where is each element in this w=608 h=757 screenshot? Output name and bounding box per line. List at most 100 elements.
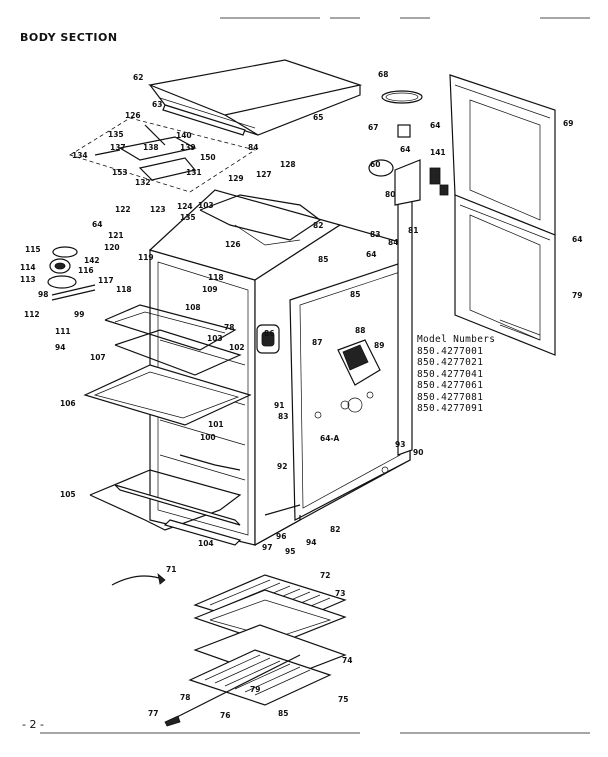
callout-120: 120 xyxy=(104,243,120,252)
callout-124: 124 xyxy=(177,202,193,211)
callout-85: 85 xyxy=(350,290,360,299)
callout-84: 84 xyxy=(248,143,258,152)
callout-96: 96 xyxy=(276,532,286,541)
callout-64: 64 xyxy=(366,250,376,259)
bottom-panel xyxy=(89,469,242,531)
trim-strip xyxy=(162,104,246,136)
page-number: - 2 - xyxy=(22,718,44,731)
callout-76: 76 xyxy=(220,711,230,720)
callout-140: 140 xyxy=(176,131,192,140)
callout-69: 69 xyxy=(563,119,573,128)
callout-75: 75 xyxy=(338,695,348,704)
callout-74: 74 xyxy=(342,656,352,665)
callout-94: 94 xyxy=(55,343,65,352)
callout-113: 113 xyxy=(20,275,36,284)
callout-79: 79 xyxy=(572,291,582,300)
callout-95: 95 xyxy=(285,547,295,556)
callout-150: 150 xyxy=(200,153,216,162)
callout-64: 64 xyxy=(400,145,410,154)
callout-126: 126 xyxy=(225,240,241,249)
callout-63: 63 xyxy=(152,100,162,109)
callout-121: 121 xyxy=(108,231,124,240)
callout-80: 80 xyxy=(385,190,395,199)
callout-67: 67 xyxy=(368,123,378,132)
callout-127: 127 xyxy=(256,170,272,179)
callout-86: 86 xyxy=(264,329,274,338)
model-number: 850.4277021 xyxy=(417,357,484,368)
callout-142: 142 xyxy=(84,256,100,265)
callout-72: 72 xyxy=(320,571,330,580)
callout-98: 98 xyxy=(38,290,48,299)
callout-135: 135 xyxy=(108,130,124,139)
callout-118: 118 xyxy=(208,273,224,282)
oven-rack xyxy=(83,364,252,426)
control-timer xyxy=(337,339,381,386)
callout-88: 88 xyxy=(355,326,365,335)
callout-139: 139 xyxy=(180,143,196,152)
arrow-71 xyxy=(111,572,166,586)
callout-123: 123 xyxy=(150,205,166,214)
model-number: 850.4277001 xyxy=(417,345,484,357)
callout-131: 131 xyxy=(186,168,202,177)
callout-89: 89 xyxy=(374,341,384,350)
callout-78: 78 xyxy=(224,323,234,332)
broiler-grate-75 xyxy=(188,649,332,706)
top-panel xyxy=(147,59,363,136)
callout-71: 71 xyxy=(166,565,176,574)
callout-108: 108 xyxy=(185,303,201,312)
callout-102: 102 xyxy=(229,343,245,352)
callout-118: 118 xyxy=(116,285,132,294)
rotisserie-motor xyxy=(47,246,96,301)
callout-90: 90 xyxy=(413,448,423,457)
model-number: 850.4277081 xyxy=(417,391,484,403)
callout-78: 78 xyxy=(180,693,190,702)
callout-87: 87 xyxy=(312,338,322,347)
callout-129: 129 xyxy=(228,174,244,183)
callout-116: 116 xyxy=(78,266,94,275)
callout-105: 105 xyxy=(60,490,76,499)
page-title: BODY SECTION xyxy=(20,31,118,44)
wire-harness xyxy=(381,90,423,104)
model-number: 850.4277061 xyxy=(417,380,484,391)
callout-111: 111 xyxy=(55,327,71,336)
callout-104: 104 xyxy=(198,539,214,548)
model-number: 850.4277091 xyxy=(417,403,484,414)
callout-92: 92 xyxy=(277,462,287,471)
callout-138: 138 xyxy=(143,143,159,152)
callout-85: 85 xyxy=(318,255,328,264)
switch-components xyxy=(368,124,449,206)
callout-135: 135 xyxy=(180,213,196,222)
callout-126: 126 xyxy=(125,111,141,120)
callout-93: 93 xyxy=(395,440,405,449)
callout-79: 79 xyxy=(250,685,260,694)
callout-128: 128 xyxy=(280,160,296,169)
callout-65: 65 xyxy=(313,113,323,122)
model-numbers-heading: Model Numbers xyxy=(417,334,496,345)
callout-109: 109 xyxy=(202,285,218,294)
callout-137: 137 xyxy=(110,143,126,152)
back-panel-lower xyxy=(454,194,556,356)
callout-97: 97 xyxy=(262,543,272,552)
oven-body xyxy=(104,169,413,547)
callout-73: 73 xyxy=(335,589,345,598)
model-numbers-block: Model Numbers 850.4277001 850.4277021 85… xyxy=(417,334,495,415)
callout-141: 141 xyxy=(430,148,446,157)
callout-64: 64 xyxy=(572,235,582,244)
rotisserie-spit xyxy=(164,654,301,727)
callout-103: 103 xyxy=(207,334,223,343)
callout-83: 83 xyxy=(370,230,380,239)
control-box-86 xyxy=(256,324,280,354)
callout-112: 112 xyxy=(24,310,40,319)
callout-103: 103 xyxy=(198,201,214,210)
callout-81: 81 xyxy=(408,226,418,235)
callout-82: 82 xyxy=(313,221,323,230)
callout-134: 134 xyxy=(72,151,88,160)
vent-assembly-box xyxy=(69,117,256,193)
callout-64-a: 64-A xyxy=(320,434,340,443)
model-number: 850.4277041 xyxy=(417,368,484,380)
callout-77: 77 xyxy=(148,709,158,718)
callout-117: 117 xyxy=(98,276,114,285)
callout-64: 64 xyxy=(92,220,102,229)
callout-60: 60 xyxy=(370,160,380,169)
